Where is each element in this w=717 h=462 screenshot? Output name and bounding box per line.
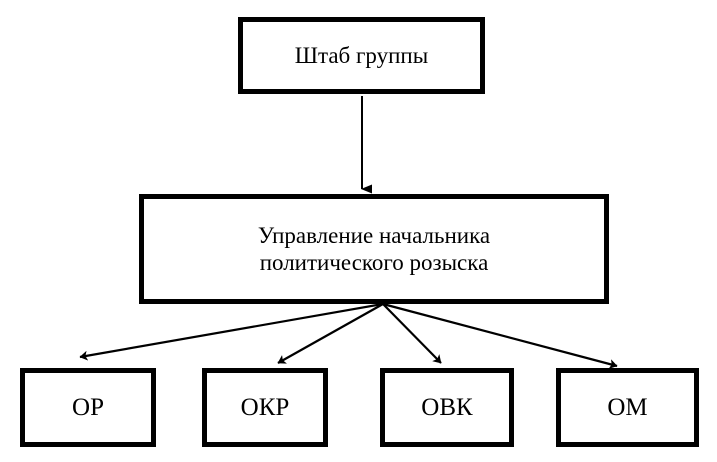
node-department[interactable]: Управление начальника политического розы… (139, 194, 609, 304)
node-department-label: Управление начальника политического розы… (257, 222, 491, 275)
node-leaf-om[interactable]: ОМ (556, 368, 699, 447)
edge-department-to-leaf-3 (382, 302, 618, 369)
edge-department-to-leaf-2 (382, 303, 442, 364)
node-leaf-ovk[interactable]: ОВК (380, 368, 514, 447)
node-root[interactable]: Штаб группы (238, 17, 485, 94)
node-leaf-or[interactable]: ОР (20, 368, 156, 447)
edge-department-to-leaf-0 (79, 302, 384, 361)
node-leaf-or-label: ОР (72, 393, 104, 421)
edge-department-to-leaf-1 (277, 303, 384, 364)
node-leaf-ovk-label: ОВК (421, 393, 473, 421)
node-root-label: Штаб группы (294, 42, 429, 68)
node-leaf-om-label: ОМ (607, 393, 648, 421)
node-leaf-okr-label: ОКР (240, 393, 290, 421)
node-leaf-okr[interactable]: ОКР (202, 368, 328, 447)
